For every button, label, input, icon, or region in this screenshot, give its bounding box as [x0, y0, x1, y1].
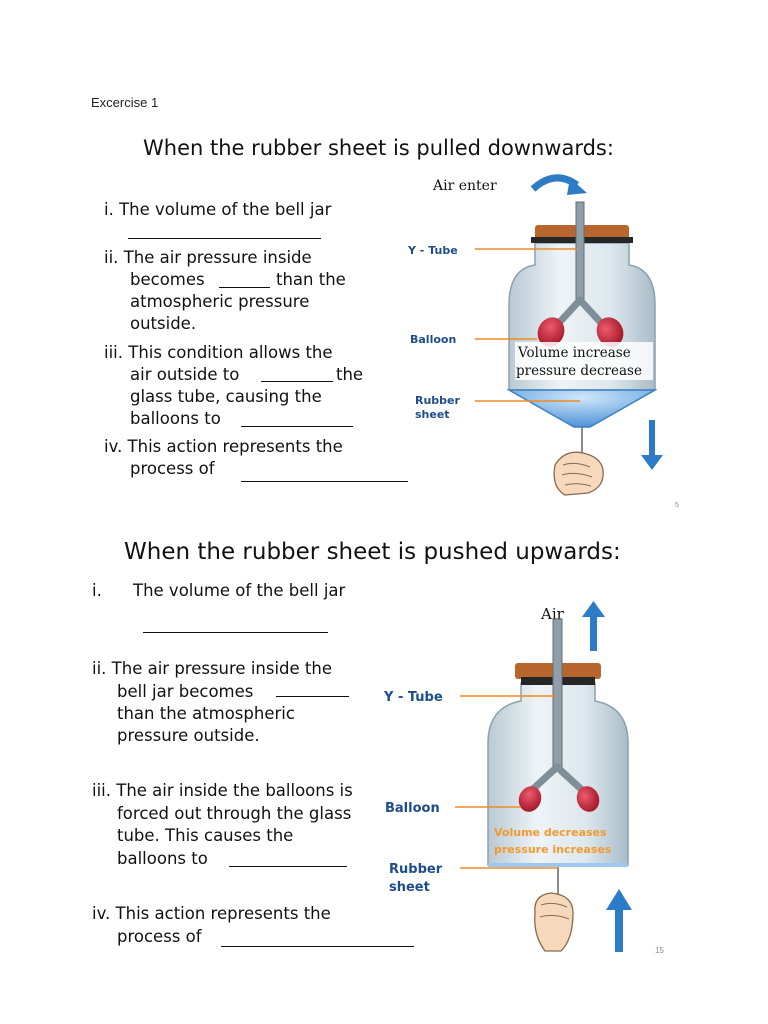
section1-heading: When the rubber sheet is pulled downward… — [143, 136, 614, 160]
section2-up-arrow-bottom-icon — [606, 889, 632, 952]
section2-q3-blank[interactable] — [229, 866, 347, 867]
section2-q2-line3: than the atmospheric — [117, 704, 295, 723]
section1-q3-line3: glass tube, causing the — [130, 387, 322, 406]
section1-glass-tube — [575, 201, 585, 303]
section2-q3-line3: tube. This causes the — [117, 826, 294, 845]
section2-q3-line4: balloons to — [117, 849, 208, 868]
section2-q1-blank[interactable] — [143, 632, 328, 633]
section1-q4-line1: iv. This action represents the — [104, 437, 343, 456]
section2-glass-tube — [552, 618, 563, 770]
section1-q2-line3: atmospheric pressure — [130, 292, 310, 311]
section1-q4-line2: process of — [130, 459, 215, 478]
section1-q1-blank[interactable] — [128, 238, 321, 239]
exercise-label: Excercise 1 — [91, 95, 159, 110]
section1-q2-line2b: than the — [276, 270, 346, 289]
section1-caption-pressure: pressure decrease — [516, 363, 642, 379]
section1-q2-line2a: becomes — [130, 270, 205, 289]
section1-sheet-label: sheet — [415, 408, 450, 421]
section1-air-label: Air enter — [432, 178, 497, 194]
section2-sheet-label: sheet — [389, 880, 430, 895]
section1-q3-line2a: air outside to — [130, 365, 240, 384]
section2-q1-number: i. — [92, 581, 102, 600]
section1-ytube-label: Y - Tube — [407, 244, 458, 257]
section2-q1: The volume of the bell jar — [133, 581, 346, 600]
section2-q2-line4: pressure outside. — [117, 726, 260, 745]
section1-q2-line1: ii. The air pressure inside — [104, 248, 312, 267]
section2-balloon-label: Balloon — [385, 801, 440, 816]
section2-rubber-label: Rubber — [389, 862, 443, 877]
section1-q3-blank-b[interactable] — [241, 426, 353, 427]
section1-q3-blank-a[interactable] — [261, 381, 333, 382]
section2-balloon-right — [576, 786, 600, 812]
section2-ytube-label: Y - Tube — [383, 690, 443, 705]
section1-down-arrow-icon — [641, 420, 663, 470]
section2-q2-line1: ii. The air pressure inside the — [92, 659, 332, 678]
section1-rubber-label: Rubber — [415, 394, 461, 407]
section1-bell-jar-diagram: Air enter Y - Tube Balloon Rubber sheet … — [407, 174, 679, 509]
section1-page-number: 5 — [675, 502, 679, 509]
section2-hand-icon — [534, 892, 574, 952]
section2-up-arrow-top-icon — [582, 601, 605, 651]
section1-balloon-right — [596, 317, 624, 347]
section2-caption-pressure: pressure increases — [494, 843, 612, 856]
section1-balloon-label: Balloon — [410, 333, 456, 346]
section2-q4-line2: process of — [117, 927, 202, 946]
section2-q4-blank[interactable] — [221, 946, 414, 947]
section2-page-number: 15 — [655, 946, 664, 955]
section1-q2-line4: outside. — [130, 314, 197, 333]
section2-q3-line2: forced out through the glass — [117, 804, 352, 823]
section2-q3-line1: iii. The air inside the balloons is — [92, 781, 353, 800]
section1-caption-volume: Volume increase — [517, 345, 631, 361]
section2-bell-jar-diagram: Air Y - Tube Balloon Rubber sheet Volume… — [383, 601, 664, 955]
section1-q2-blank[interactable] — [219, 287, 270, 288]
section2-q4-line1: iv. This action represents the — [92, 904, 331, 923]
section1-q3-line2b: the — [336, 365, 364, 384]
section2-heading: When the rubber sheet is pushed upwards: — [124, 539, 621, 565]
section1-q3-line4: balloons to — [130, 409, 221, 428]
section2-caption-volume: Volume decreases — [494, 826, 607, 839]
section1-balloon-left — [537, 317, 565, 347]
section1-q3-line1: iii. This condition allows the — [104, 343, 333, 362]
section1-q1: i. The volume of the bell jar — [104, 200, 332, 219]
section2-q2-blank[interactable] — [276, 696, 349, 697]
section1-hand-icon — [553, 451, 604, 496]
section1-q4-blank[interactable] — [241, 481, 408, 482]
section2-q2-line2: bell jar becomes — [117, 682, 254, 701]
section2-balloon-left — [518, 786, 542, 812]
